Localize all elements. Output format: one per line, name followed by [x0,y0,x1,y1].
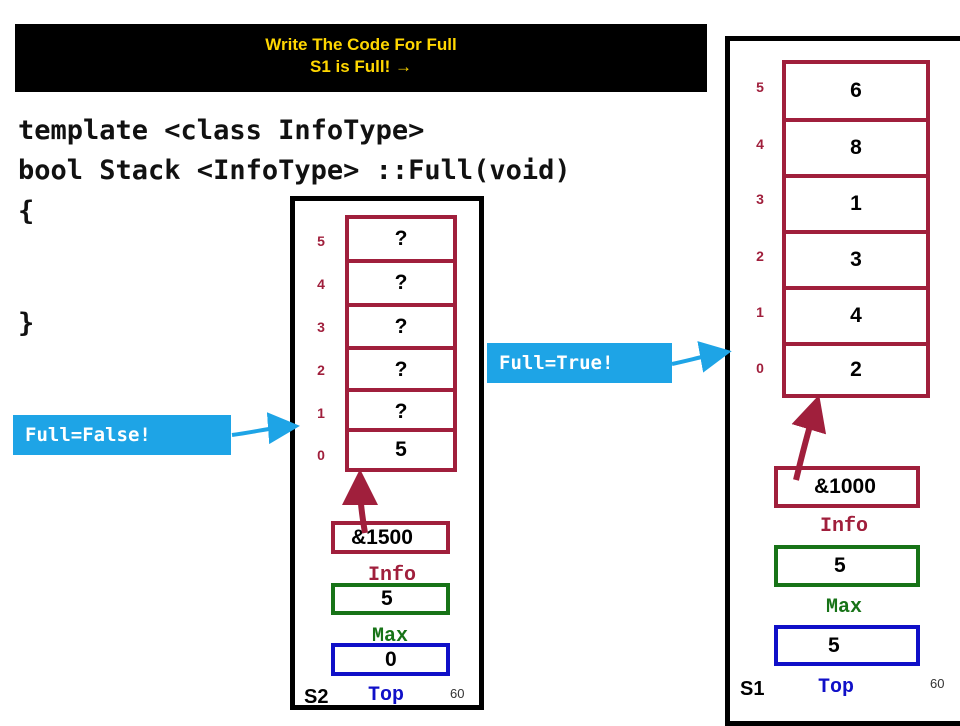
s1-index: 5 [756,79,764,95]
s2-index: 3 [317,319,325,335]
s2-index: 4 [317,276,325,292]
s1-cell: 2 [782,342,930,398]
banner-title: Write The Code For Full [265,35,457,54]
banner-subtitle: S1 is Full! → [309,57,413,76]
s2-index: 0 [317,447,325,463]
s1-index: 1 [756,304,764,320]
s1-index: 0 [756,360,764,376]
s2-page-number: 60 [450,686,465,701]
s2-index: 1 [317,405,325,421]
code-line-signature: bool Stack <InfoType> ::Full(void) [18,155,571,186]
s2-cell: 5 [345,428,457,472]
full-false-callout: Full=False! [13,415,231,455]
s1-index: 4 [756,136,764,152]
title-banner: Write The Code For Full S1 is Full! → [15,24,707,92]
s2-stack-frame [290,196,484,710]
s1-index: 3 [756,191,764,207]
full-true-callout: Full=True! [487,343,672,383]
full-false-arrow [231,412,300,445]
s2-top-field: 0 [331,643,450,676]
code-line-close-brace: } [18,308,35,339]
s2-index: 2 [317,362,325,378]
s2-top-label: Top [368,684,405,707]
s1-max-label: Max [826,596,863,619]
s2-stack-name: S2 [304,686,329,708]
s2-info-field: &1500 [331,521,450,554]
s2-cell: ? [345,303,457,351]
s2-info-pointer-arrow [342,469,379,534]
s1-top-label: Top [818,676,855,699]
s1-top-field: 5 [774,625,920,666]
s1-stack-name: S1 [740,678,765,700]
code-line-open-brace: { [18,196,35,227]
s1-info-label: Info [820,515,869,538]
s1-index: 2 [756,248,764,264]
full-true-arrow [671,341,732,373]
s1-info-pointer-arrow [791,394,827,481]
code-line-template: template <class InfoType> [18,115,425,146]
s2-cell: ? [345,346,457,394]
s2-max-label: Max [372,625,409,648]
s1-cell: 8 [782,118,930,178]
s2-max-field: 5 [331,583,450,615]
s1-max-field: 5 [774,545,920,587]
s1-cell: 4 [782,286,930,346]
s2-index: 5 [317,233,325,249]
s1-page-number: 60 [930,676,945,691]
s2-info-label: Info [368,564,417,587]
